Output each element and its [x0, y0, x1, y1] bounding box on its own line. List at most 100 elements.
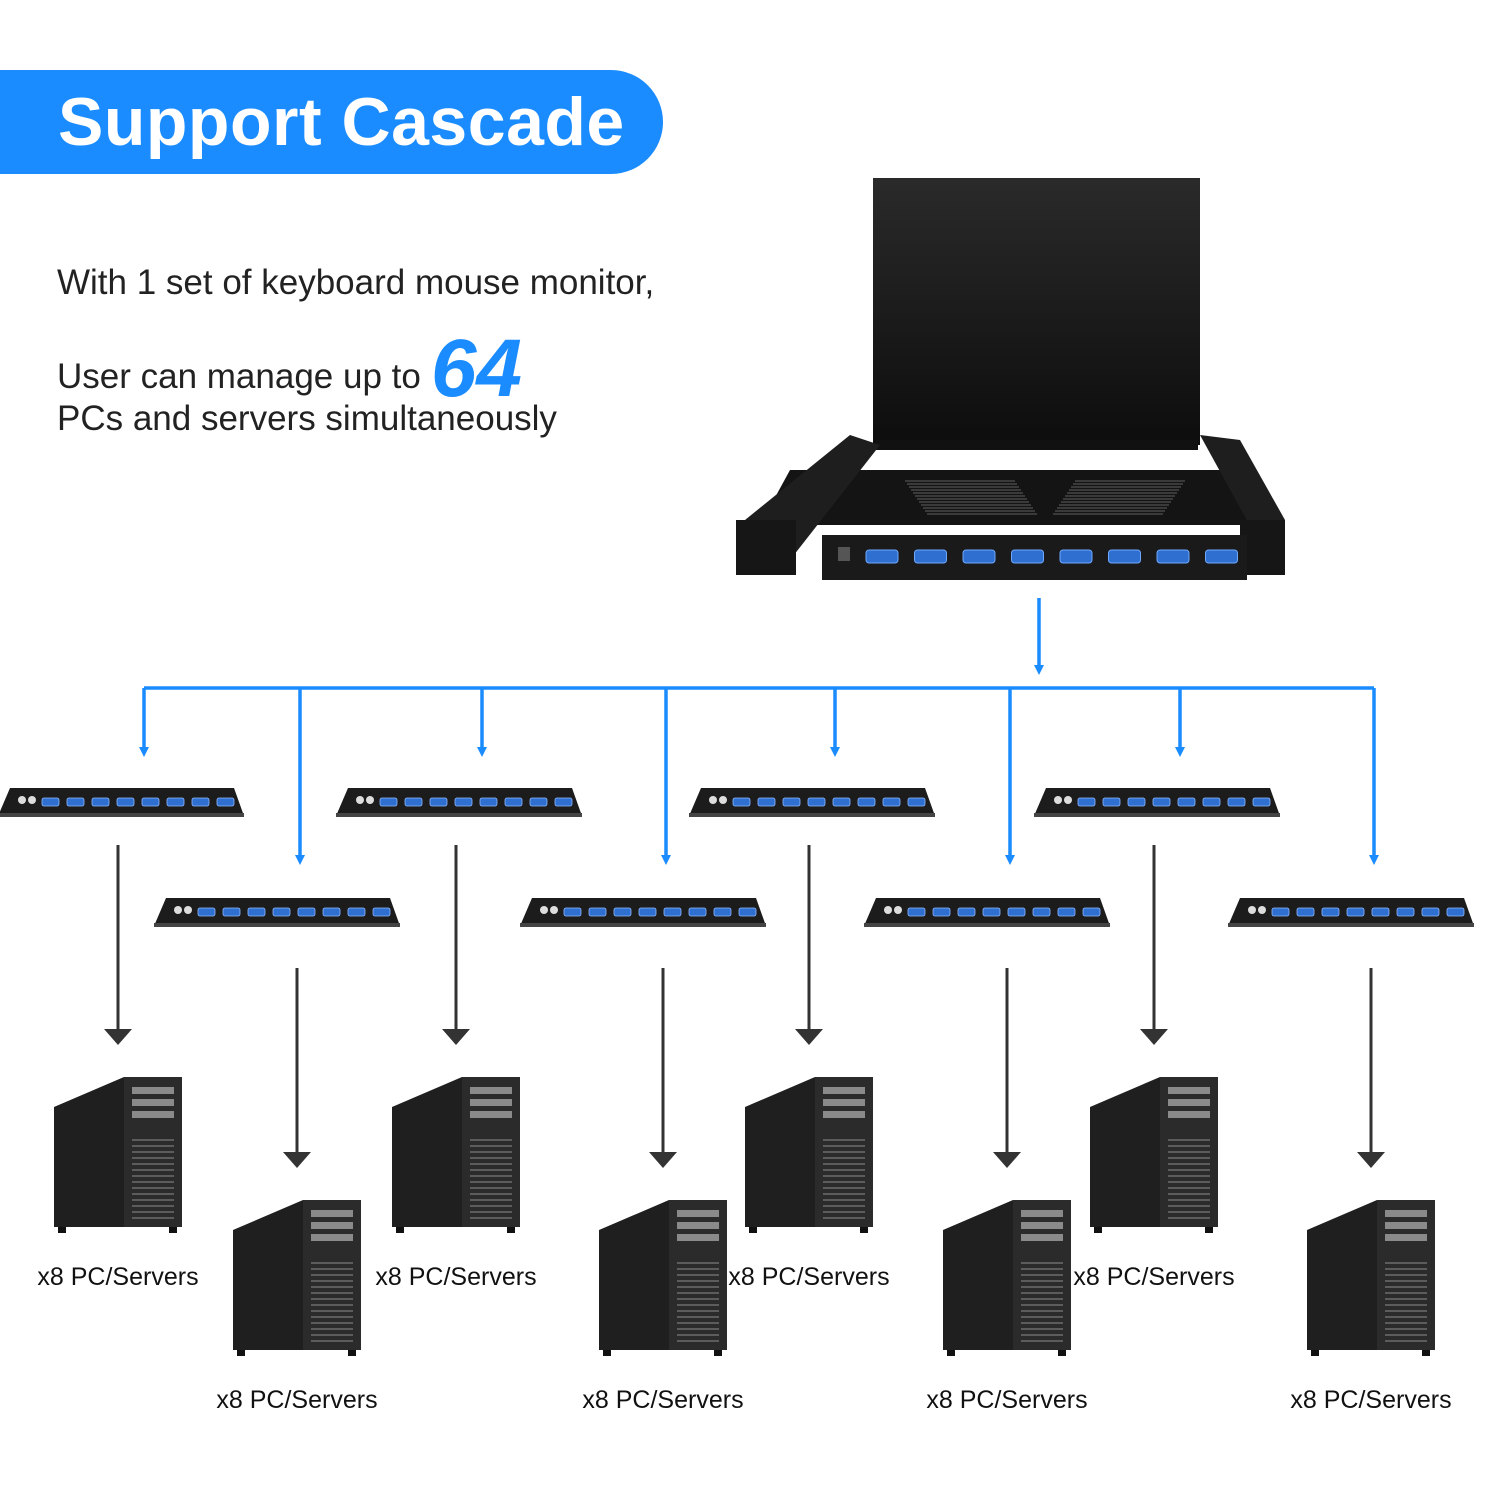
vent-slot: [907, 483, 1017, 485]
blue-connections: [144, 598, 1374, 690]
vga-port: [1321, 907, 1340, 917]
vent-slot: [909, 486, 1019, 488]
vga-port: [1127, 797, 1146, 807]
drive-bay: [1385, 1210, 1427, 1217]
vga-port: [66, 797, 85, 807]
drive-bay: [1385, 1234, 1427, 1241]
tower-grille: [1021, 1316, 1063, 1318]
kvm-switch: [154, 898, 400, 927]
tower-grille: [1168, 1187, 1210, 1189]
drive-bay: [823, 1111, 865, 1118]
vent-slot: [921, 504, 1031, 506]
tower-grille: [470, 1205, 512, 1207]
vga-port: [914, 549, 947, 564]
server-tower: [1090, 1077, 1218, 1233]
vent-slot: [1071, 486, 1181, 488]
vga-port: [297, 907, 316, 917]
intro-line-3: PCs and servers simultaneously: [57, 399, 557, 438]
vga-port: [272, 907, 291, 917]
tower-grille: [1168, 1199, 1210, 1201]
vga-port: [613, 907, 632, 917]
tower-grille: [470, 1199, 512, 1201]
tower-side: [745, 1077, 815, 1227]
vga-port: [1082, 907, 1101, 917]
tower-side: [599, 1200, 669, 1350]
tower-grille: [470, 1169, 512, 1171]
switch-led: [540, 906, 548, 914]
drive-bay: [1168, 1099, 1210, 1106]
tower-side: [1307, 1200, 1377, 1350]
tower-grille: [677, 1310, 719, 1312]
tower-grille: [470, 1157, 512, 1159]
tower-grille: [823, 1193, 865, 1195]
tower-grille: [1021, 1274, 1063, 1276]
vga-port: [782, 797, 801, 807]
tower-grille: [677, 1322, 719, 1324]
drive-bay: [311, 1210, 353, 1217]
kvm-switch: [520, 898, 766, 927]
rack-console: [736, 178, 1285, 580]
vent-slot: [913, 492, 1023, 494]
vent-slot: [1061, 501, 1171, 503]
tower-grille: [823, 1181, 865, 1183]
dark-arrow-lines: [104, 845, 1385, 1168]
vga-port: [563, 907, 582, 917]
tower-grille: [1385, 1298, 1427, 1300]
vga-port: [832, 797, 851, 807]
switch-led: [356, 796, 364, 804]
drive-bay: [1168, 1087, 1210, 1094]
vga-port: [1152, 797, 1171, 807]
tower-grille: [311, 1316, 353, 1318]
title-banner: Support Cascade: [0, 70, 663, 174]
tower-side: [392, 1077, 462, 1227]
vga-port: [1446, 907, 1465, 917]
vga-port: [41, 797, 60, 807]
switch-base: [689, 813, 935, 817]
tower-grille: [1385, 1292, 1427, 1294]
dark-arrow-head: [649, 1152, 677, 1168]
vga-port: [1007, 907, 1026, 917]
drive-bay: [677, 1222, 719, 1229]
switch-led: [719, 796, 727, 804]
dark-arrow-head: [1357, 1152, 1385, 1168]
tower-grille: [311, 1334, 353, 1336]
vent-slot: [911, 489, 1021, 491]
vga-port: [807, 797, 826, 807]
dark-arrow-head: [1140, 1029, 1168, 1045]
tower-grille: [132, 1205, 174, 1207]
tower-foot: [603, 1350, 611, 1356]
drive-bay: [132, 1111, 174, 1118]
drive-bay: [823, 1099, 865, 1106]
vga-port: [1202, 797, 1221, 807]
vga-port: [116, 797, 135, 807]
tower-grille: [311, 1292, 353, 1294]
tower-grille: [677, 1340, 719, 1342]
vga-port: [1032, 907, 1051, 917]
kvm-switch: [864, 898, 1110, 927]
tower-grille: [677, 1328, 719, 1330]
vga-port: [504, 797, 523, 807]
vga-port: [404, 797, 423, 807]
vga-port: [1396, 907, 1415, 917]
highlight-number: 64: [430, 323, 523, 414]
vga-port: [429, 797, 448, 807]
tower-grille: [1021, 1334, 1063, 1336]
vent-slot: [1057, 507, 1167, 509]
drive-bay: [823, 1087, 865, 1094]
group-label: x8 PC/Servers: [216, 1386, 378, 1414]
tower-grille: [677, 1268, 719, 1270]
switch-led: [18, 796, 26, 804]
vent-slot: [1069, 489, 1179, 491]
group-label: x8 PC/Servers: [1290, 1386, 1452, 1414]
vga-port: [222, 907, 241, 917]
group-label: x8 PC/Servers: [37, 1263, 199, 1291]
tower-grille: [1168, 1163, 1210, 1165]
tower-grille: [132, 1169, 174, 1171]
vent-slot: [1059, 504, 1169, 506]
drive-bay: [677, 1234, 719, 1241]
dark-arrow-head: [283, 1152, 311, 1168]
vga-port: [1108, 549, 1141, 564]
tower-grille: [470, 1187, 512, 1189]
vga-port: [479, 797, 498, 807]
switch-led: [28, 796, 36, 804]
